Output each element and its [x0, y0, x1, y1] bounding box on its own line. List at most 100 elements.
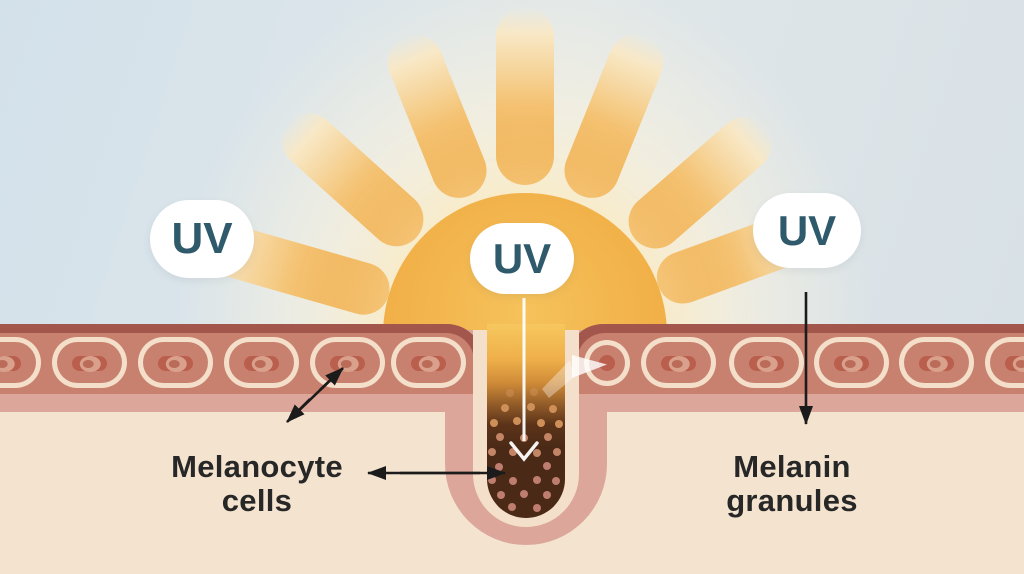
- basal-layer-right: [572, 394, 1024, 412]
- skin-cell: [813, 337, 889, 388]
- skin-cell: [0, 337, 41, 388]
- skin-cell-cytoplasm: [833, 355, 869, 372]
- cell-nucleus: [756, 355, 778, 372]
- skin-cell: [984, 337, 1024, 388]
- melanin-granule-dot: [537, 419, 545, 427]
- cell-nucleus-detail: [254, 359, 266, 368]
- melanin-granule-dot: [533, 476, 541, 484]
- cell-nucleus-detail: [421, 359, 433, 368]
- melanin-granule-dot: [533, 449, 541, 457]
- melanin-granule-dot: [543, 462, 551, 470]
- melanocyte-label-line2: cells: [221, 483, 293, 518]
- melanin-granule-dot: [555, 420, 563, 428]
- melanin-granule-dot: [549, 405, 557, 413]
- skin-cell-membrane: [645, 342, 711, 383]
- skin-cell-membrane: [395, 342, 461, 383]
- skin-cell-membrane: [989, 342, 1024, 383]
- skin-cell: [640, 337, 716, 388]
- cell-nucleus: [1012, 355, 1024, 372]
- basal-layer-left: [0, 394, 462, 412]
- melanin-granule-dot: [509, 448, 517, 456]
- skin-cell: [223, 337, 299, 388]
- melanocyte-pit-interior: [487, 324, 565, 518]
- cell-nucleus-detail: [929, 359, 941, 368]
- cell-nucleus-detail: [168, 359, 180, 368]
- cell-nucleus: [926, 355, 948, 372]
- skin-cell-band-right: [577, 333, 1024, 394]
- skin-cell-cytoplasm: [599, 355, 615, 371]
- cell-nucleus-detail: [0, 359, 8, 368]
- melanin-granule-dot: [533, 504, 541, 512]
- melanin-label-line2: granules: [726, 483, 858, 518]
- skin-cell-membrane: [228, 342, 294, 383]
- cell-nucleus: [0, 355, 15, 372]
- uv-text-left: UV: [171, 214, 233, 263]
- skin-cell-cytoplasm: [410, 355, 446, 372]
- sun-ray: [496, 7, 554, 185]
- skin-cell-membrane: [142, 342, 208, 383]
- melanin-granule-dot: [488, 476, 496, 484]
- skin-cell: [390, 337, 466, 388]
- melanin-granule-dot: [496, 433, 504, 441]
- melanin-granule-dot: [501, 404, 509, 412]
- melanocyte-label-line1: Melanocyte: [171, 449, 343, 484]
- melanin-granule-dot: [488, 448, 496, 456]
- skin-cell-membrane: [0, 342, 36, 383]
- skin-cell-cytoplasm: [660, 355, 696, 372]
- cell-nucleus: [668, 355, 690, 372]
- cell-nucleus-detail: [340, 359, 352, 368]
- cell-nucleus-detail: [759, 359, 771, 368]
- uv-text-center: UV: [492, 234, 552, 282]
- cell-nucleus: [418, 355, 440, 372]
- skin-cell-cytoplasm: [1004, 355, 1024, 372]
- skin-cell-cytoplasm: [157, 355, 193, 372]
- melanin-granule-dot: [530, 388, 538, 396]
- melanin-granule-dot: [509, 477, 517, 485]
- cell-nucleus: [79, 355, 101, 372]
- melanin-granule-dot: [506, 389, 514, 397]
- skin-cell-membrane: [56, 342, 122, 383]
- cell-nucleus: [251, 355, 273, 372]
- skin-cell-cytoplasm: [0, 355, 21, 372]
- uv-bubble-right: UV: [753, 193, 861, 268]
- melanin-granule-dot: [508, 503, 516, 511]
- melanin-granule-dot: [490, 419, 498, 427]
- skin-cell: [584, 340, 630, 386]
- skin-cell-membrane: [903, 342, 969, 383]
- skin-cell-cytoplasm: [71, 355, 107, 372]
- skin-cell-band-left: [0, 333, 474, 394]
- skin-cell: [51, 337, 127, 388]
- skin-cell-cytoplasm: [748, 355, 784, 372]
- melanin-granule-dot: [544, 433, 552, 441]
- cell-nucleus-detail: [1015, 359, 1024, 368]
- skin-cell-cytoplasm: [243, 355, 279, 372]
- skin-cell-membrane: [589, 345, 625, 381]
- melanin-granule-dot: [520, 434, 528, 442]
- cell-nucleus: [337, 355, 359, 372]
- skin-cell-cytoplasm: [329, 355, 365, 372]
- skin-cell-membrane: [314, 342, 380, 383]
- melanin-label-line1: Melanin: [733, 449, 851, 484]
- melanin-granule-dot: [497, 491, 505, 499]
- melanin-granule-dot: [495, 463, 503, 471]
- melanin-granule-dot: [513, 417, 521, 425]
- melanin-granule-dot: [527, 403, 535, 411]
- melanin-granule-dot: [553, 448, 561, 456]
- skin-cell: [898, 337, 974, 388]
- melanin-granule-dot: [520, 490, 528, 498]
- melanocyte-label: Melanocyte cells: [107, 450, 407, 518]
- uv-text-right: UV: [777, 206, 837, 254]
- melanin-granule-dot: [552, 477, 560, 485]
- cell-nucleus: [165, 355, 187, 372]
- cell-nucleus-detail: [82, 359, 94, 368]
- uv-bubble-left: UV: [150, 200, 254, 278]
- skin-cell-cytoplasm: [918, 355, 954, 372]
- skin-cell: [309, 337, 385, 388]
- melanin-label: Melanin granules: [642, 450, 942, 518]
- cell-nucleus-detail: [844, 359, 856, 368]
- skin-cell-membrane: [733, 342, 799, 383]
- skin-cell-membrane: [818, 342, 884, 383]
- skin-cell: [728, 337, 804, 388]
- uv-bubble-center: UV: [470, 223, 574, 294]
